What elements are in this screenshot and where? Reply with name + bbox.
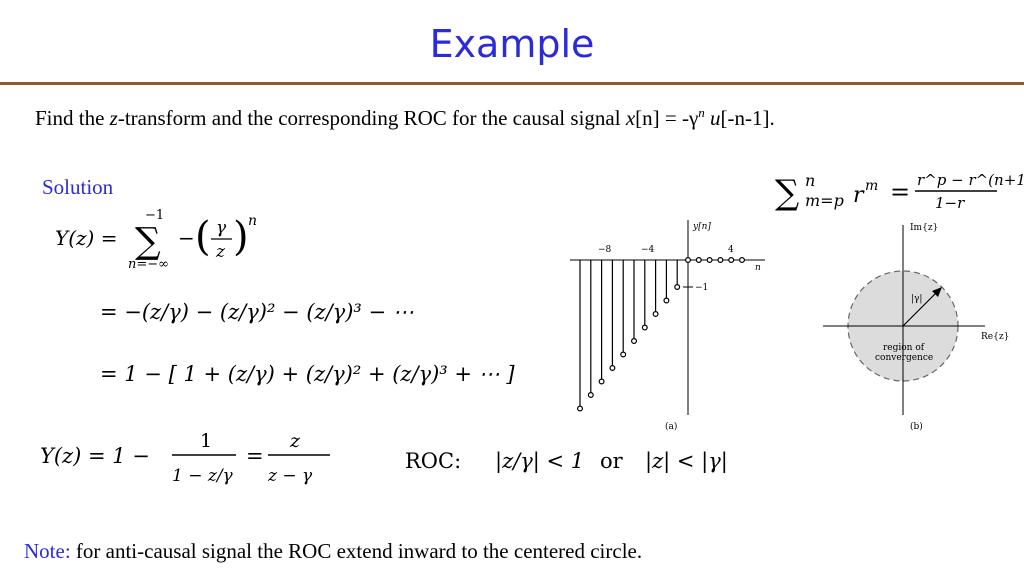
equation-line-2: = −(z/γ) − (z/γ)² − (z/γ)³ − ⋯	[100, 300, 414, 324]
note-text: for anti-causal signal the ROC extend in…	[70, 539, 643, 563]
fig-a-y-label: y[n]	[692, 222, 711, 232]
fig-a-tick-neg1: −1	[695, 283, 708, 293]
figure-a-stem-plot: y[n] n −8 −4 4 −1 (a)	[570, 220, 765, 432]
fig-b-caption: (b)	[910, 421, 923, 432]
sum-term: r	[853, 183, 865, 208]
zero-marker	[728, 256, 735, 263]
stem-marker	[587, 392, 594, 399]
result-eq: =	[246, 444, 264, 468]
zero-marker	[717, 256, 724, 263]
slide-title: Example	[429, 22, 595, 66]
fig-a-stems	[577, 256, 746, 412]
stem-marker	[598, 378, 605, 385]
sum-den: 1−r	[935, 194, 965, 212]
eq1-paren-open: (	[195, 214, 211, 260]
problem-sup: n	[698, 105, 705, 120]
equation-line-1: Y(z) = −1 ∑ n=−∞ − ( γ z ) n	[55, 208, 257, 272]
figure-b-z-plane: Im{z} Re{z} |γ| region of convergence (b…	[823, 223, 1009, 432]
stem-marker	[652, 310, 659, 317]
fig-b-region-1: region of	[883, 343, 925, 353]
result-num2: z	[289, 430, 301, 452]
roc-or: or	[600, 449, 624, 473]
problem-statement: Find the z-transform and the correspondi…	[35, 105, 775, 131]
eq1-lhs: Y(z) =	[55, 226, 117, 250]
fig-b-radius-label: |γ|	[911, 294, 922, 304]
stem-marker	[609, 365, 616, 372]
fig-b-region-2: convergence	[875, 353, 933, 363]
eq1-num: γ	[216, 218, 227, 238]
zero-marker	[706, 256, 713, 263]
eq1-minus: −	[178, 226, 195, 250]
sum-num: r^p − r^(n+1)	[917, 171, 1024, 189]
zero-marker	[739, 256, 746, 263]
problem-middle: -transform and the corresponding ROC for…	[117, 106, 626, 130]
roc-label: ROC:	[405, 449, 461, 473]
stem-marker	[641, 324, 648, 331]
radius-arrowhead	[932, 287, 942, 297]
result-den2: z − γ	[267, 466, 313, 486]
problem-prefix: Find the	[35, 106, 110, 130]
stem-marker	[620, 351, 627, 358]
fig-a-caption: (a)	[665, 421, 677, 432]
fig-b-re-label: Re{z}	[981, 332, 1009, 342]
problem-x-arg: [n] = -γ	[635, 106, 699, 130]
problem-suffix: [-n-1].	[720, 106, 775, 130]
sum-upper: n	[805, 171, 815, 190]
fig-a-tick-neg4: −4	[641, 245, 655, 255]
result-den1: 1 − z/γ	[172, 466, 234, 486]
problem-x: x	[625, 106, 636, 130]
note-line: Note: for anti-causal signal the ROC ext…	[24, 539, 642, 564]
result-num1: 1	[200, 430, 212, 452]
radius-arrow	[902, 289, 940, 327]
note-label: Note:	[24, 539, 71, 563]
equation-line-3: = 1 − [ 1 + (z/γ) + (z/γ)² + (z/γ)³ + ⋯ …	[100, 362, 515, 386]
stem-marker	[674, 283, 681, 290]
problem-u: u	[710, 106, 721, 130]
fig-a-tick-4: 4	[728, 245, 734, 255]
sum-sigma: ∑	[775, 173, 799, 213]
title-divider	[0, 82, 1024, 85]
eq1-paren-close: )	[233, 214, 249, 260]
roc-cond2: |z| < |γ|	[645, 449, 728, 474]
eq1-upper: −1	[145, 208, 164, 223]
eq1-den: z	[215, 242, 226, 262]
stem-marker	[663, 297, 670, 304]
geometric-sum-formula: ∑ n m=p r m = r^p − r^(n+1) 1−r	[775, 171, 1024, 213]
zero-marker	[695, 256, 702, 263]
problem-z: z	[109, 106, 118, 130]
zero-marker	[684, 256, 691, 263]
stem-marker	[577, 405, 584, 412]
fig-b-im-label: Im{z}	[910, 223, 938, 233]
sum-lower: m=p	[805, 191, 844, 210]
result-lhs: Y(z) = 1 −	[40, 444, 150, 468]
sum-term-sup: m	[865, 178, 878, 194]
roc-cond1: |z/γ| < 1	[495, 449, 584, 474]
sum-eq: =	[890, 178, 910, 206]
roc-equation: ROC: |z/γ| < 1 or |z| < |γ|	[405, 449, 728, 474]
eq1-sigma: ∑	[135, 221, 161, 262]
solution-label: Solution	[42, 175, 114, 199]
stem-marker	[630, 337, 637, 344]
eq1-power: n	[248, 213, 257, 229]
result-equation: Y(z) = 1 − 1 1 − z/γ = z z − γ	[40, 430, 330, 486]
eq1-lower: n=−∞	[128, 257, 169, 272]
fig-a-n-label: n	[755, 263, 761, 273]
fig-a-tick-neg8: −8	[598, 245, 612, 255]
